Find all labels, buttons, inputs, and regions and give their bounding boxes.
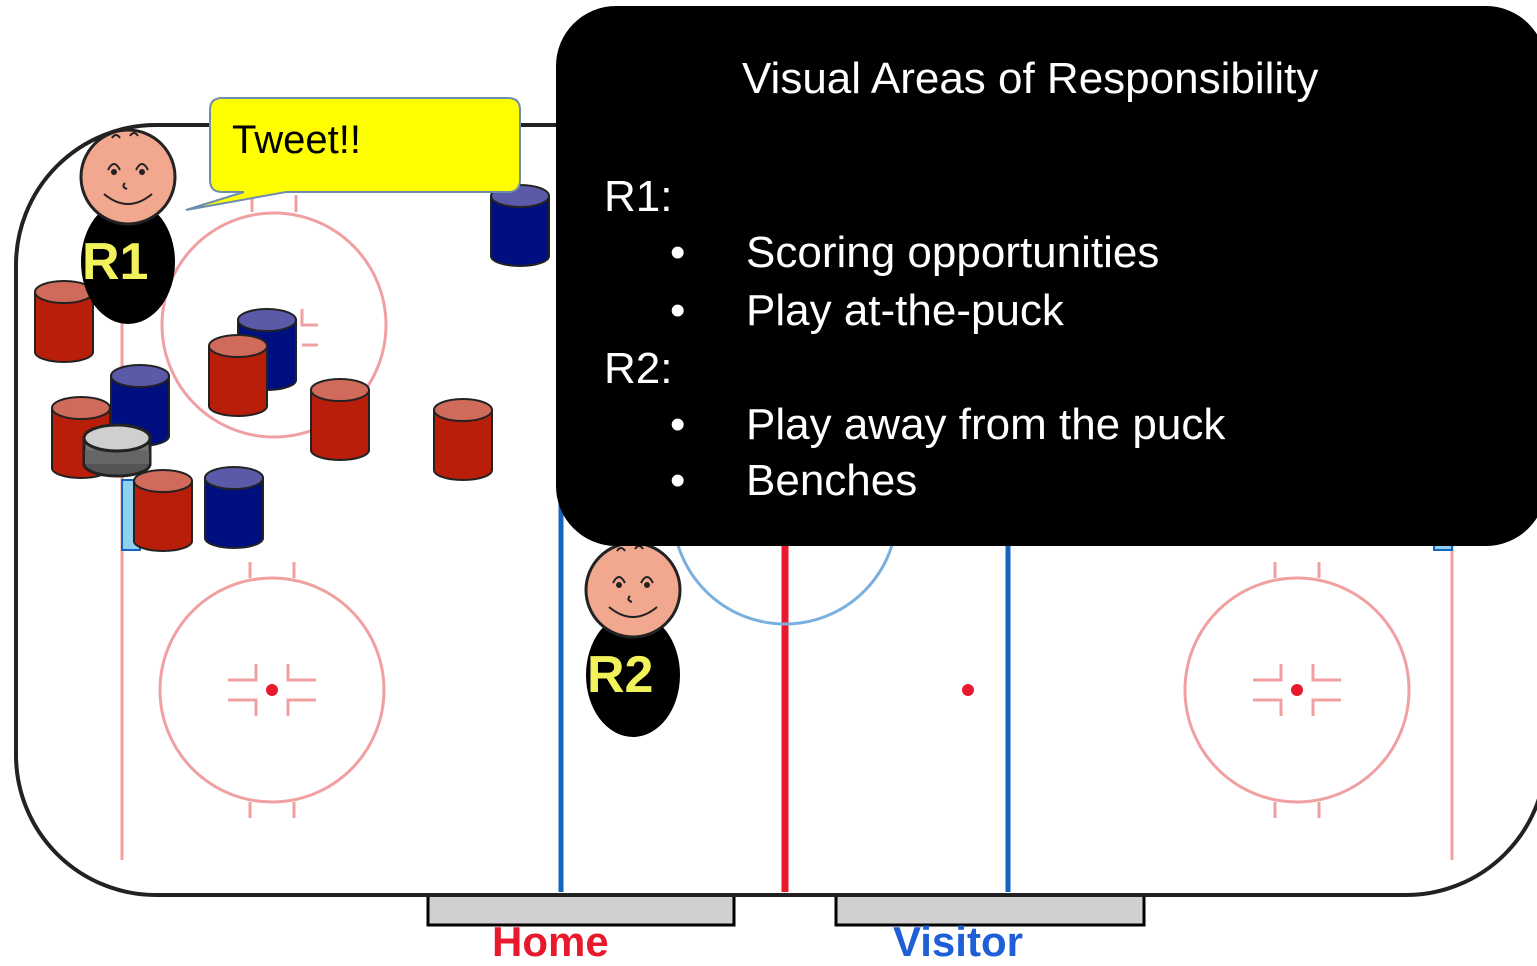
home-faceoff-dot [266,684,278,696]
r1-heading: R1: [604,172,673,221]
referee-r2 [584,541,682,737]
visitor-bottom-faceoff-circle [1183,576,1411,804]
speech-bubble [185,97,521,211]
home-player [310,378,370,461]
home-bench-label: Home [492,918,609,965]
home-bench [426,891,736,927]
home-player [133,469,193,552]
r2-item: Play away from the puck [746,400,1226,449]
responsibility-info-box: Visual Areas of Responsibility R1: • Sco… [556,6,1537,546]
bullet: • [670,228,686,277]
visitor-player [204,466,264,549]
r1-item: Scoring opportunities [746,228,1160,277]
r2-heading: R2: [604,344,673,393]
visitor-bench [834,891,1146,927]
speech-bubble-text: Tweet!! [232,118,361,162]
visitor-bench-label: Visitor [893,918,1023,965]
referee-r1 [79,128,177,324]
referee-r1-label: R1 [82,233,149,291]
home-player [208,334,268,417]
neutral-faceoff-dot [962,684,974,696]
bullet: • [670,400,686,449]
home-player [34,280,94,363]
home-player [433,398,493,481]
r1-item: Play at-the-puck [746,286,1064,335]
referee-r2-label: R2 [587,646,654,704]
bullet: • [670,456,686,505]
home-top-faceoff-circle [160,211,388,439]
visitor-player [490,184,550,267]
r2-item: Benches [746,456,918,505]
visitor-faceoff-dot [1291,684,1303,696]
puck [82,423,152,478]
bullet: • [670,286,686,335]
info-title: Visual Areas of Responsibility [742,54,1319,103]
home-bottom-faceoff-circle [158,576,386,804]
